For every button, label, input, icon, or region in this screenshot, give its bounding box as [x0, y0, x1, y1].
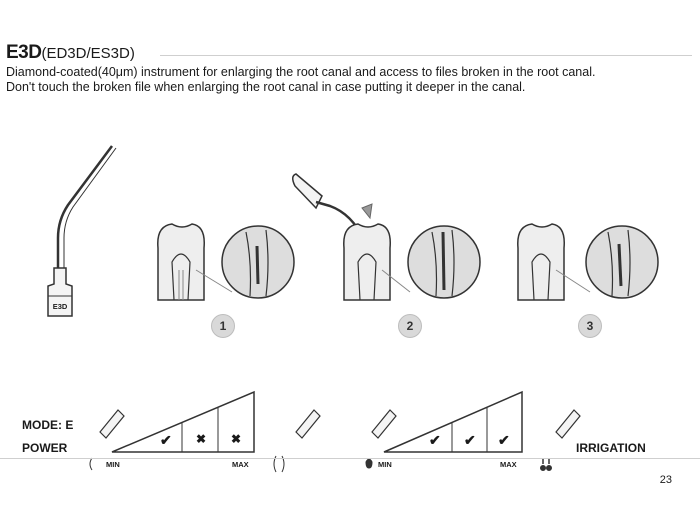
- power-level-2-cross-icon: ✖: [196, 432, 207, 446]
- step-3-illustration: [517, 223, 659, 301]
- irrigation-scale-graphic: [365, 390, 581, 471]
- power-scale-graphic: [89, 390, 321, 473]
- tip-engraving: E3D: [52, 302, 68, 311]
- product-code: E3D: [6, 42, 42, 63]
- power-max-label: MAX: [232, 460, 249, 469]
- irrigation-level-3-check-icon: ✔: [498, 432, 510, 448]
- description: Diamond-coated(40μm) instrument for enla…: [6, 65, 686, 95]
- irrigation-level-1-check-icon: ✔: [429, 432, 441, 448]
- mode-label: MODE: E: [22, 418, 74, 432]
- step-number-2: 2: [398, 314, 422, 338]
- header-divider: [160, 55, 692, 56]
- scaler-tip-illustration: [47, 145, 117, 317]
- footer-divider: [0, 458, 700, 459]
- power-label: POWER: [22, 441, 68, 455]
- irrigation-min-label: MIN: [378, 460, 392, 469]
- power-level-1-check-icon: ✔: [160, 432, 172, 448]
- step-number-3: 3: [578, 314, 602, 338]
- description-line-1: Diamond-coated(40μm) instrument for enla…: [6, 65, 596, 79]
- section-title: E3D(ED3D/ES3D): [6, 42, 135, 64]
- page-number: 23: [659, 474, 672, 486]
- power-min-label: MIN: [106, 460, 120, 469]
- irrigation-level-2-check-icon: ✔: [464, 432, 476, 448]
- irrigation-label: IRRIGATION: [576, 441, 646, 455]
- step-2-illustration: [292, 173, 481, 301]
- product-variants: (ED3D/ES3D): [41, 45, 135, 62]
- power-level-3-cross-icon: ✖: [231, 432, 242, 446]
- step-1-illustration: [157, 223, 295, 301]
- step-number-1: 1: [211, 314, 235, 338]
- irrigation-max-label: MAX: [500, 460, 517, 469]
- description-line-2: Don't touch the broken file when enlargi…: [6, 80, 526, 94]
